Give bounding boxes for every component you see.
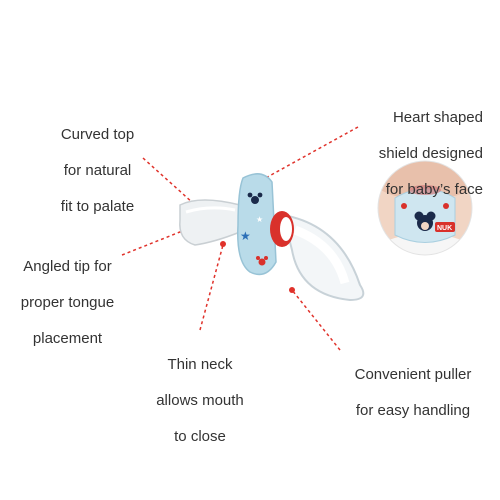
inset-logo-text: NUK <box>437 225 452 232</box>
callout-line: Curved top <box>60 126 135 143</box>
callout-line: for easy handling <box>355 402 471 419</box>
mickey-icon <box>256 256 268 266</box>
callout-curved-top: Curved top for natural fit to palate <box>40 108 155 234</box>
pacifier: ★ ★ <box>179 173 365 302</box>
callout-line: Convenient puller <box>354 366 472 383</box>
callout-line: fit to palate <box>60 198 135 215</box>
leader-line-thin-neck <box>199 244 224 331</box>
puller-ring <box>281 213 365 302</box>
leader-line-heart-shield <box>261 126 359 181</box>
callout-line: for baby’s face <box>385 181 483 198</box>
dot-puller <box>289 287 295 293</box>
callout-angled-tip: Angled tip for proper tongue placement <box>5 240 130 366</box>
callout-line: Heart shaped <box>392 109 483 126</box>
callout-line: Thin neck <box>167 356 233 373</box>
leader-line-angled-tip <box>121 227 191 256</box>
callout-line: placement <box>32 330 103 347</box>
star-icon: ★ <box>256 215 263 224</box>
callout-puller: Convenient puller for easy handling <box>338 348 488 438</box>
star-icon: ★ <box>240 229 251 243</box>
callout-thin-neck: Thin neck allows mouth to close <box>145 338 255 464</box>
callout-line: proper tongue <box>20 294 115 311</box>
leader-line-curved-top <box>142 157 194 204</box>
leader-line-puller <box>291 289 341 351</box>
dot-thin-neck <box>220 241 226 247</box>
callout-line: allows mouth <box>156 392 244 409</box>
callout-line: for natural <box>63 162 132 179</box>
shield <box>237 173 277 276</box>
leader-lines <box>121 126 359 351</box>
callout-line: shield designed <box>378 145 483 162</box>
callout-heart-shield: Heart shaped shield designed for baby’s … <box>348 91 483 217</box>
callout-line: to close <box>174 428 226 445</box>
callout-line: Angled tip for <box>23 258 112 275</box>
mickey-icon <box>247 192 263 204</box>
